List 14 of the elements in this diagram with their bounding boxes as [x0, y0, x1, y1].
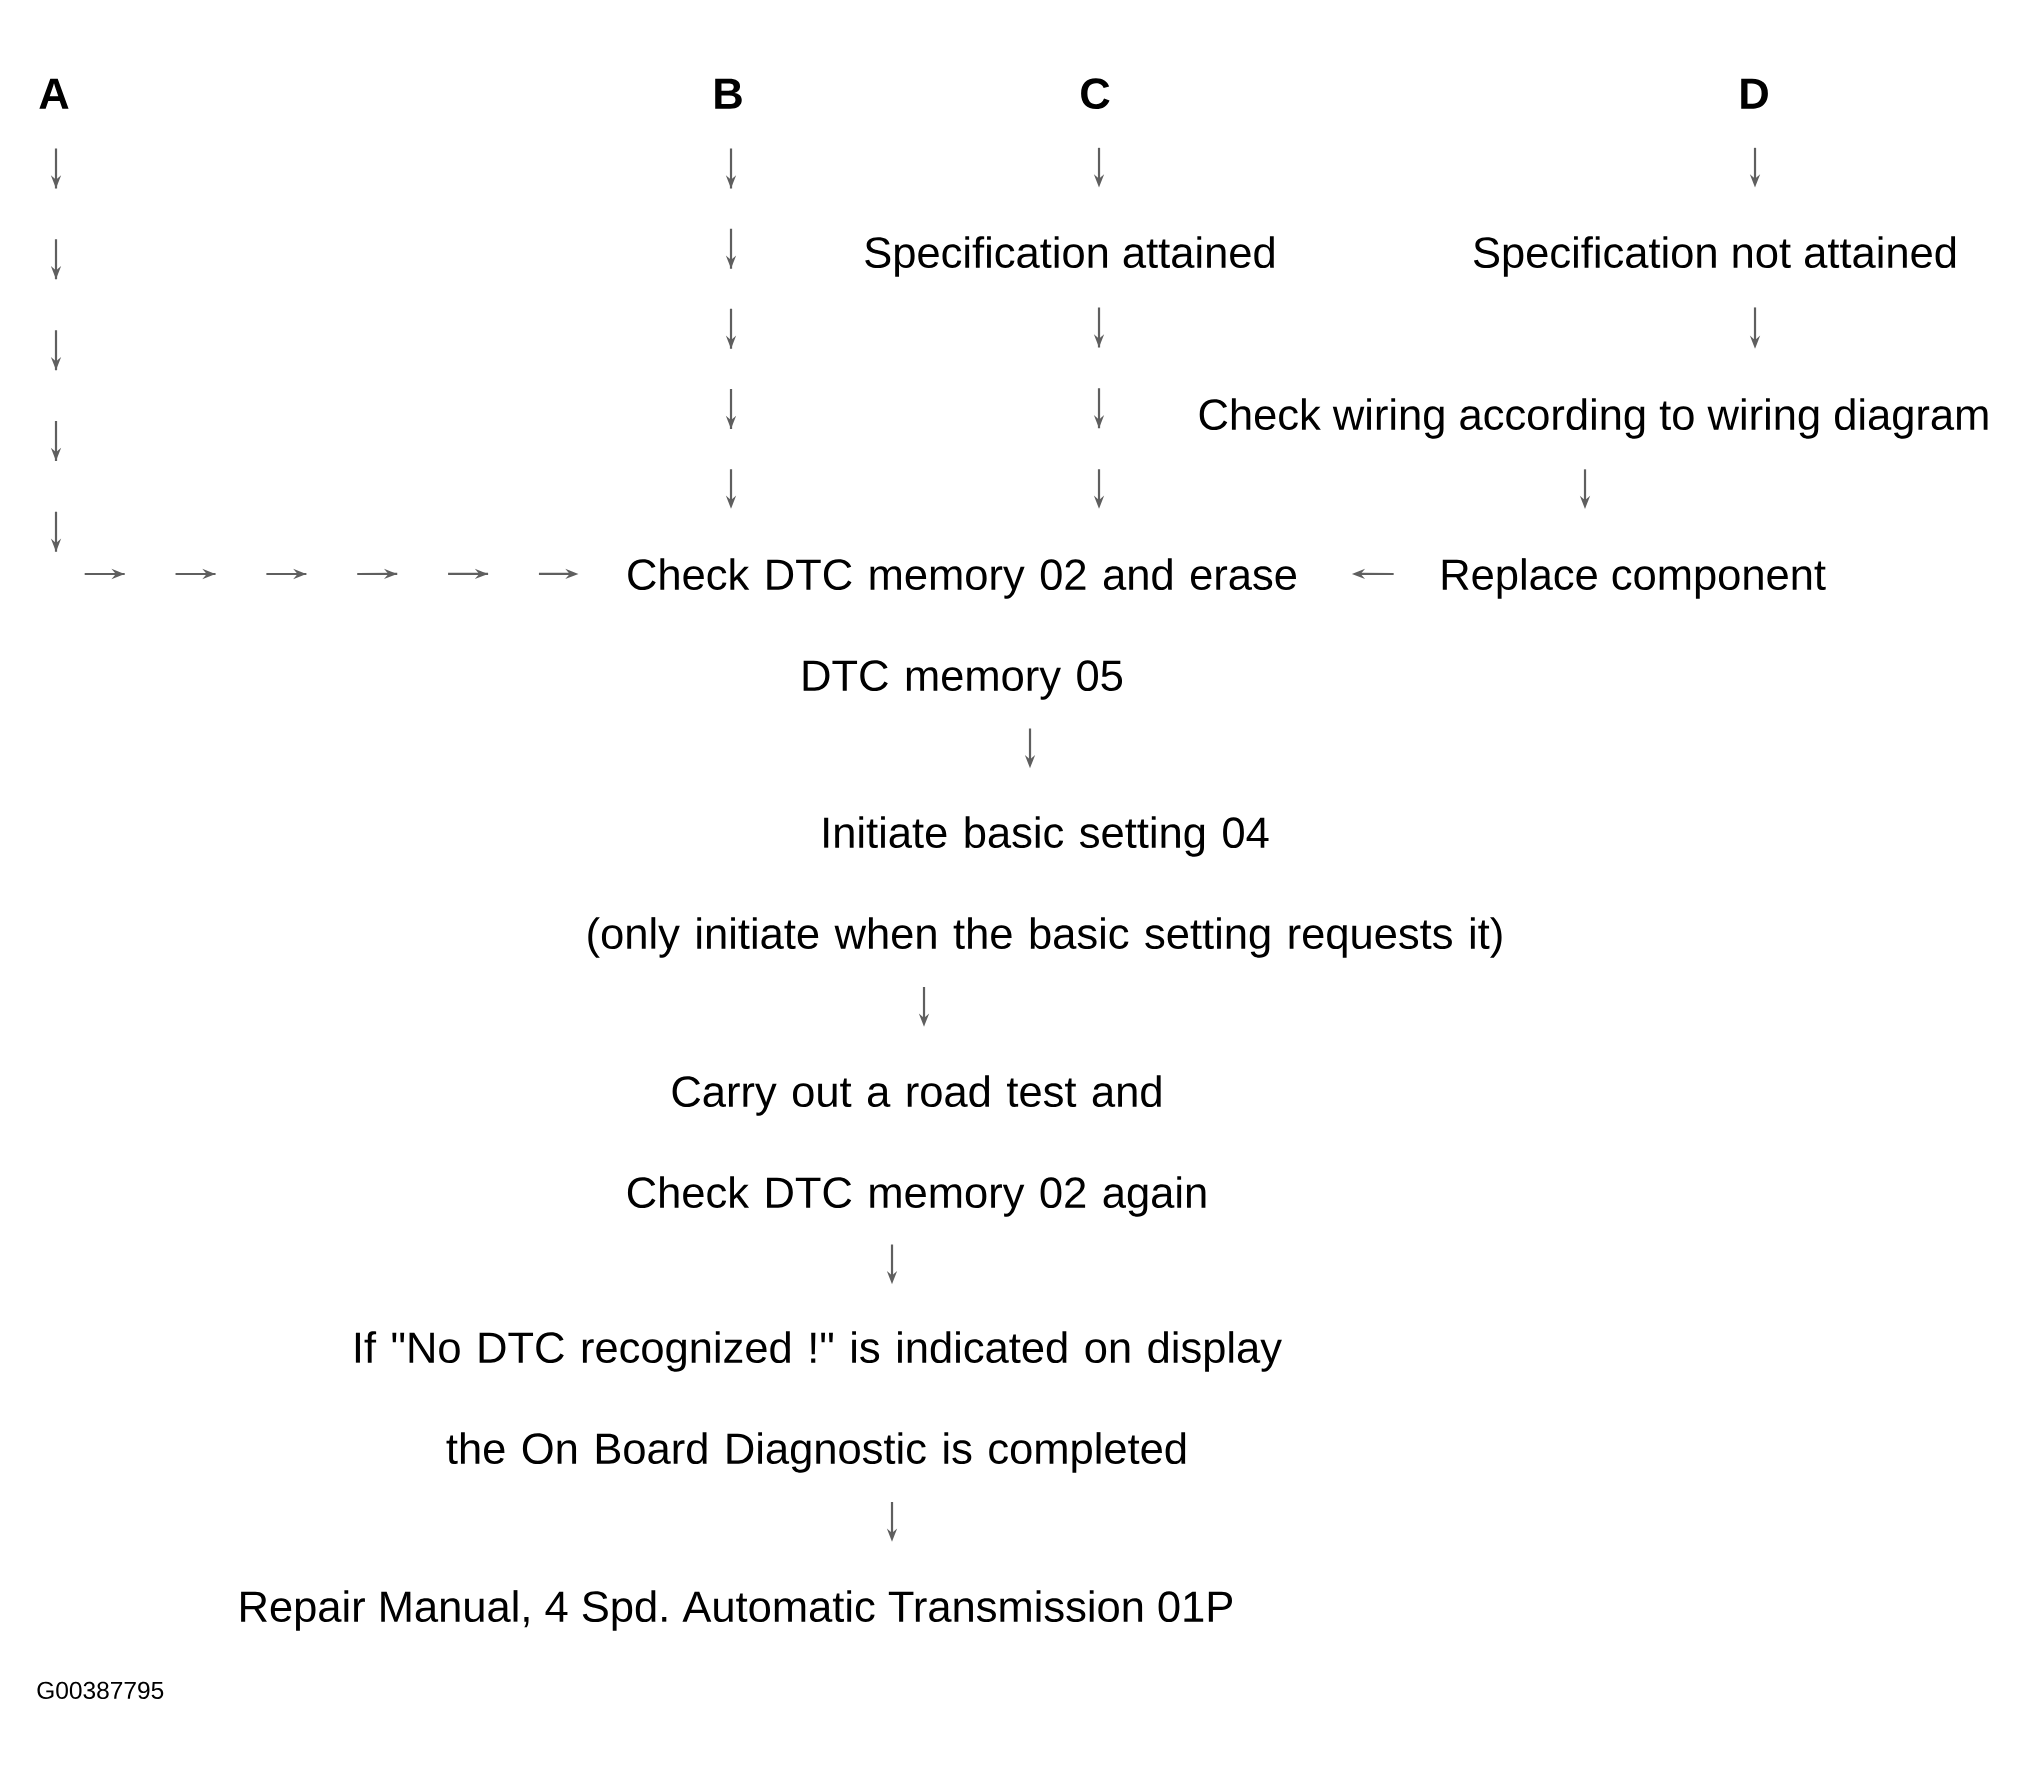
- figure-number: G00387795: [37, 1681, 164, 1700]
- step-text: Check wiring according to wiring diagram: [1199, 398, 1988, 439]
- step-text: Repair Manual, 4 Spd. Automatic Transmission 01P: [241, 1590, 1232, 1631]
- step-text: Initiate basic setting 04 (only initiate when the basic setting requests it): [588, 816, 1502, 958]
- step-text: Check DTC memory 02 and erase DTC memory 05: [628, 558, 1296, 700]
- column-letter: B: [715, 78, 742, 109]
- column-letter: C: [1081, 78, 1110, 110]
- column-letter: A: [39, 78, 69, 109]
- step-text: Replace component: [1442, 558, 1826, 599]
- step-text: If "No DTC recognized !" is indicated on display the On Board Diagnostic is completed: [355, 1331, 1282, 1473]
- column-letter: D: [1741, 78, 1768, 109]
- step-text: Specification not attained: [1473, 236, 1956, 277]
- step-text: Specification attained: [865, 236, 1274, 277]
- step-text: Carry out a road test and Check DTC memory 02 again: [627, 1075, 1206, 1217]
